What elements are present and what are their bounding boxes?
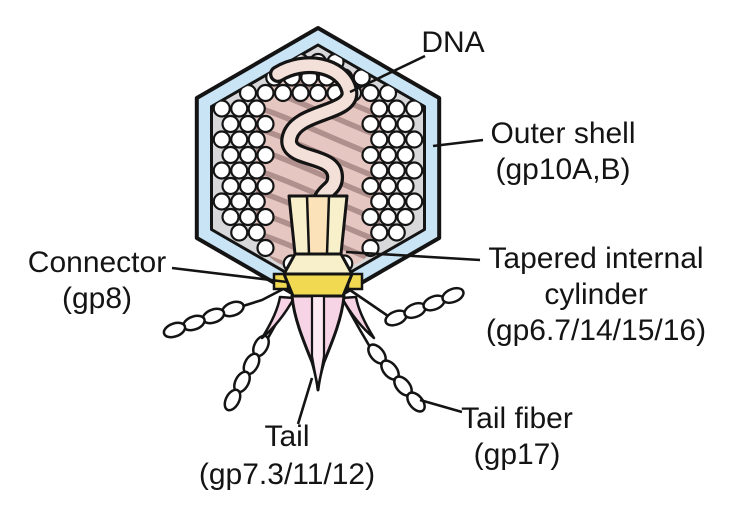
label-connector: Connector — [28, 246, 166, 279]
label-tapered-internal-cylinder-2: cylinder — [544, 278, 647, 311]
tail-fiber-chain-lower-left — [223, 334, 270, 412]
tail-core — [310, 294, 326, 389]
label-tapered-internal-cylinder-1: Tapered internal — [488, 242, 703, 275]
label-outer-shell-gene: (gp10A,B) — [495, 153, 630, 186]
connector-leader-line — [171, 266, 288, 284]
label-tapered-internal-cylinder-gene: (gp6.7/14/15/16) — [486, 314, 706, 347]
connector — [282, 272, 354, 298]
dna-leader-line — [349, 54, 426, 94]
tail-leader-line — [296, 377, 314, 425]
tail-fiber-line-upper-right — [345, 286, 390, 318]
label-outer-shell: Outer shell — [490, 117, 635, 150]
cylinder-skirt — [282, 252, 354, 276]
tail-fiber-chain-upper-left — [162, 300, 245, 339]
dna-tube — [272, 59, 355, 216]
cylinder-core — [305, 194, 331, 256]
tail-fiber-leader-line — [419, 398, 463, 414]
outer-shell-leader-line — [432, 138, 484, 148]
tail-fiber-chain-upper-right — [384, 286, 465, 327]
label-tail: Tail — [264, 420, 309, 453]
tail-fiber-chain-lower-right — [367, 343, 426, 413]
tail-fin-right — [340, 295, 376, 340]
label-tail-gene: (gp7.3/11/12) — [199, 458, 375, 491]
tail-fin-left — [260, 295, 296, 340]
label-tail-fiber-gene: (gp17) — [474, 438, 561, 471]
capsid-subunits — [212, 52, 424, 289]
label-dna: DNA — [421, 26, 484, 59]
tail-fiber-line-upper-left — [241, 284, 291, 308]
label-connector-gene: (gp8) — [62, 282, 132, 315]
tapered-cylinder-leader-line — [345, 250, 481, 262]
label-tail-fiber: Tail fiber — [461, 402, 573, 435]
